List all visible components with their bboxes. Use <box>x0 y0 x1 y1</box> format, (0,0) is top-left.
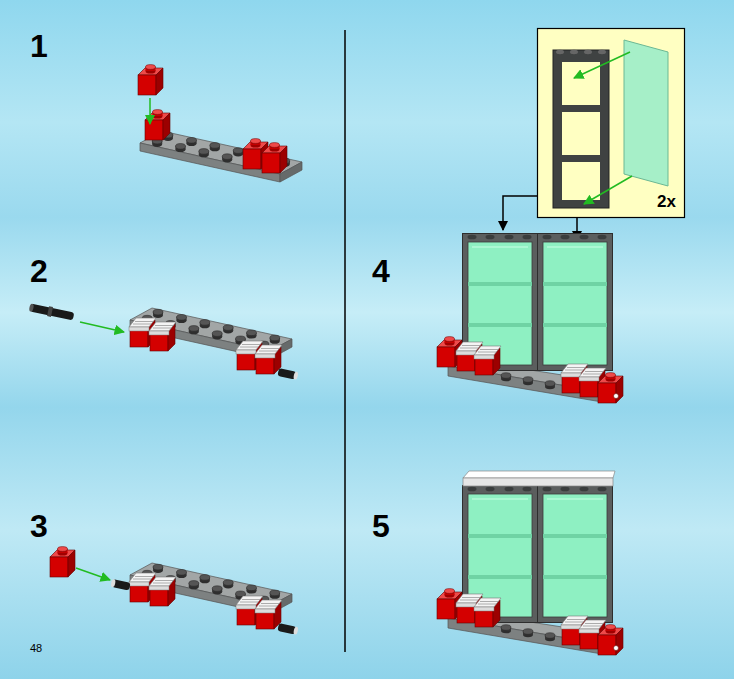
step-2-model <box>28 302 298 380</box>
step-number: 4 <box>372 255 390 287</box>
step-4-model <box>437 234 623 404</box>
step-number: 5 <box>372 510 390 542</box>
callout-arrow <box>503 196 537 230</box>
callout-box: 2x <box>537 28 685 218</box>
step-number: 1 <box>30 30 48 62</box>
window-callout <box>538 29 685 218</box>
step-3-model <box>50 547 299 635</box>
step-number: 2 <box>30 255 48 287</box>
step-5-model <box>437 471 623 655</box>
page-number: 48 <box>30 643 42 654</box>
step-1-model <box>138 65 302 182</box>
step-divider <box>344 30 346 652</box>
quantity-label: 2x <box>657 193 676 210</box>
step-number: 3 <box>30 510 48 542</box>
